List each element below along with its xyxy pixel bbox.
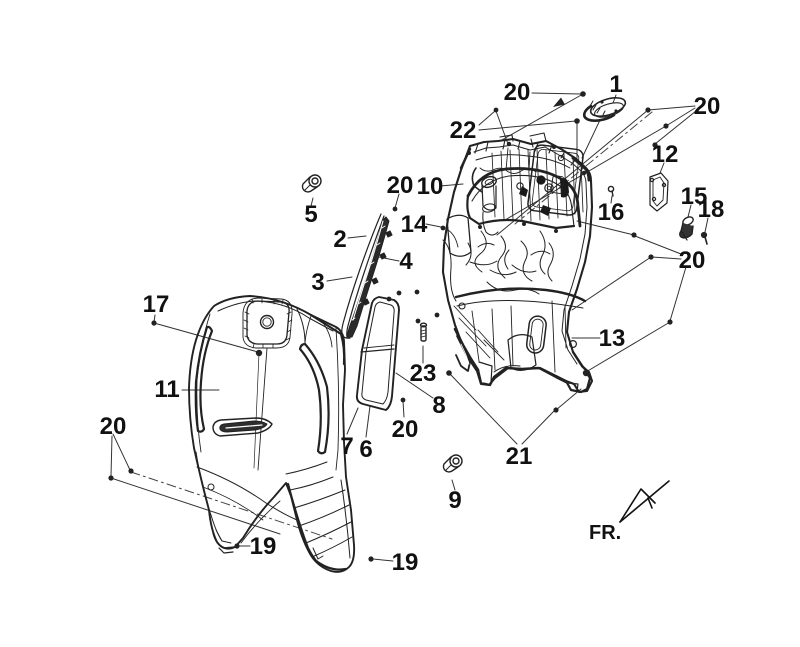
svg-text:21: 21 (506, 443, 533, 470)
svg-text:20: 20 (392, 416, 419, 443)
svg-text:11: 11 (154, 376, 179, 403)
svg-text:19: 19 (392, 549, 419, 576)
svg-text:20: 20 (100, 413, 127, 440)
svg-text:7: 7 (340, 433, 353, 460)
svg-text:1: 1 (609, 71, 622, 98)
svg-text:5: 5 (304, 201, 317, 228)
svg-text:14: 14 (401, 211, 428, 238)
svg-text:20: 20 (504, 79, 531, 106)
svg-text:22: 22 (450, 117, 477, 144)
svg-text:15: 15 (681, 183, 708, 210)
svg-text:9: 9 (448, 487, 461, 514)
svg-text:13: 13 (599, 325, 626, 352)
svg-text:16: 16 (598, 199, 625, 226)
svg-text:20: 20 (387, 172, 414, 199)
svg-text:8: 8 (432, 392, 445, 419)
svg-text:12: 12 (652, 141, 679, 168)
svg-text:20: 20 (679, 247, 706, 274)
svg-text:6: 6 (359, 436, 372, 463)
svg-text:FR.: FR. (589, 522, 621, 544)
svg-text:3: 3 (311, 269, 324, 296)
svg-text:20: 20 (694, 93, 721, 120)
svg-text:23: 23 (410, 360, 437, 387)
svg-text:2: 2 (333, 226, 346, 253)
svg-text:4: 4 (399, 248, 413, 275)
svg-text:17: 17 (143, 291, 170, 318)
svg-text:10: 10 (417, 173, 444, 200)
svg-text:19: 19 (250, 533, 277, 560)
svg-text:18: 18 (698, 196, 725, 223)
